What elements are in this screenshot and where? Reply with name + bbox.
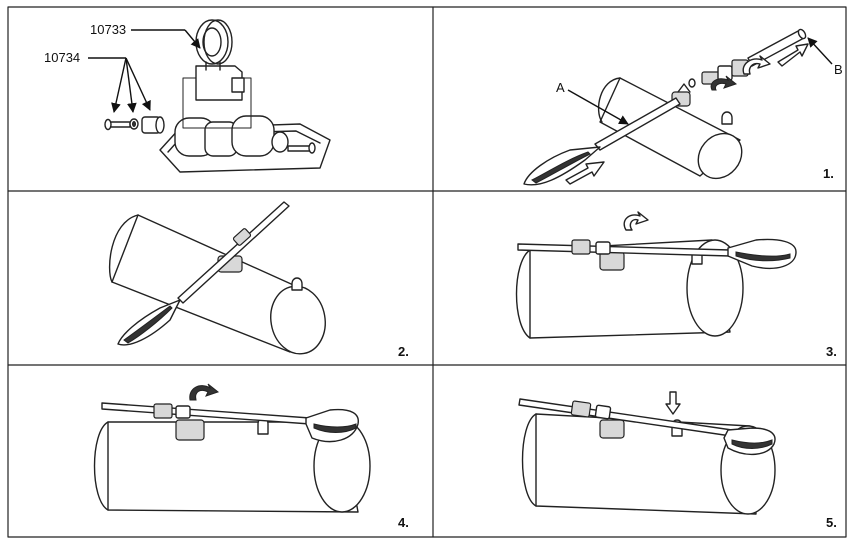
parts-10734 — [104, 116, 165, 134]
step-number-2: 2. — [398, 344, 409, 359]
rotate-arrow-icon — [189, 383, 220, 401]
panel-step-3: 3. — [515, 211, 837, 359]
oarlock — [175, 419, 205, 441]
panel-step-2: 2. — [108, 201, 409, 359]
down-arrow-icon — [665, 391, 681, 415]
oarlock-base-right-block — [231, 115, 275, 157]
boat-tube — [93, 419, 371, 513]
oarlock — [599, 419, 625, 439]
label-a: A — [556, 80, 565, 95]
panel-parts: 10733 10734 — [44, 19, 331, 173]
slide-arrow-icon — [777, 43, 809, 67]
oar-shaft — [101, 402, 311, 425]
rotate-arrow-icon — [623, 211, 649, 231]
curved-arrow-icon — [742, 55, 771, 75]
part-label-10733: 10733 — [90, 22, 126, 37]
oar-blade — [305, 408, 359, 443]
step-number-5: 5. — [826, 515, 837, 530]
panel-step-5: 5. — [518, 391, 837, 530]
oar-blade — [727, 238, 797, 270]
boat-tube — [108, 214, 326, 355]
step-number-4: 4. — [398, 515, 409, 530]
boat-tube — [597, 77, 743, 180]
push-arrow-icon — [565, 161, 605, 185]
step-number-1: 1. — [823, 166, 834, 181]
panel-grid — [7, 6, 847, 538]
rotate-arrow-icon — [710, 75, 738, 91]
panel-step-1: A B 1. — [523, 28, 843, 186]
screw-right — [287, 142, 316, 154]
part-label-10734: 10734 — [44, 50, 80, 65]
oarlock-10733-body — [195, 65, 243, 101]
label-b: B — [834, 62, 843, 77]
step-number-3: 3. — [826, 344, 837, 359]
panel-step-4: 4. — [93, 383, 409, 530]
